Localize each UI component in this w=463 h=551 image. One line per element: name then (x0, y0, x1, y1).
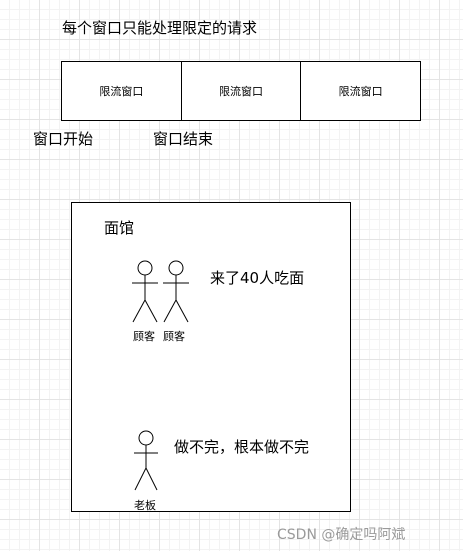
customer-label-2: 顾客 (163, 330, 185, 343)
shop-title: 面馆 (104, 219, 135, 237)
window-row: 限流窗口 限流窗口 限流窗口 (61, 61, 421, 121)
customer-figure-1 (132, 260, 158, 323)
rate-limit-window-1: 限流窗口 (62, 62, 182, 120)
rate-limit-window-3: 限流窗口 (338, 85, 383, 98)
customer-label-1: 顾客 (133, 330, 155, 343)
noodle-shop-box (71, 202, 351, 512)
boss-figure (134, 430, 158, 491)
window-end-label: 窗口结束 (153, 130, 214, 148)
customer-figure-2 (163, 260, 189, 323)
boss-note: 做不完，根本做不完 (174, 438, 310, 456)
watermark: CSDN @确定吗阿斌 (277, 527, 406, 543)
diagram-heading: 每个窗口只能处理限定的请求 (62, 19, 258, 37)
customers-note: 来了40人吃面 (210, 269, 305, 287)
rate-limit-window-2: 限流窗口 (182, 62, 302, 120)
window-start-label: 窗口开始 (33, 130, 94, 148)
boss-label: 老板 (134, 499, 156, 512)
